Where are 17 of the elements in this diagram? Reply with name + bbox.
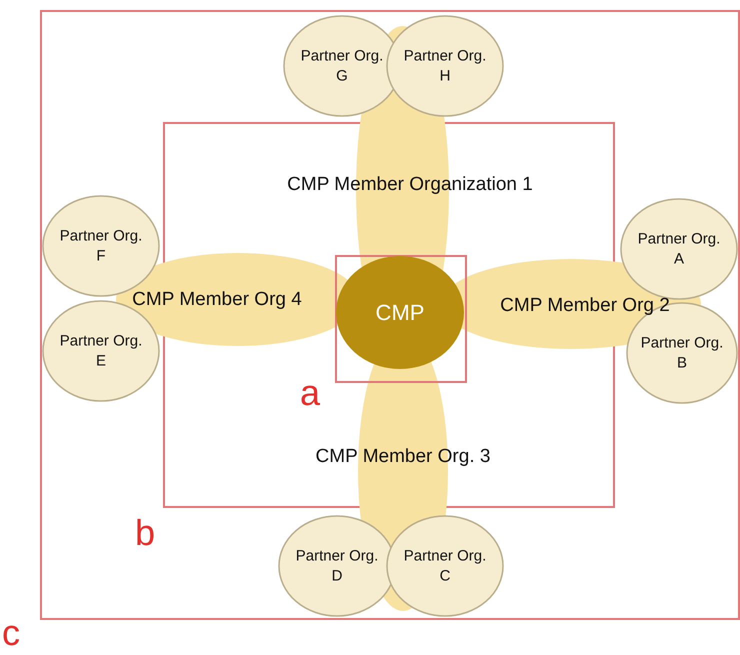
org-label: Partner Org. E <box>59 332 143 370</box>
boundary-rectangle <box>40 10 740 620</box>
panel-letter: c <box>2 615 20 651</box>
org-label: CMP Member Org 4 <box>132 289 302 311</box>
org-label: CMP Member Organization 1 <box>287 174 533 196</box>
panel-letter: a <box>300 375 320 411</box>
org-label: Partner Org. H <box>403 46 487 86</box>
panel-letter: b <box>135 515 156 551</box>
org-label: Partner Org. G <box>300 46 384 86</box>
org-label: Partner Org. B <box>640 334 724 372</box>
org-label: Partner Org. A <box>637 230 721 268</box>
org-label: Partner Org. D <box>295 546 379 586</box>
org-label: CMP Member Org. 3 <box>316 446 490 468</box>
org-label: Partner Org. F <box>59 226 143 266</box>
org-label: CMP Member Org 2 <box>500 295 670 317</box>
org-label: CMP <box>376 300 424 326</box>
org-label: Partner Org. C <box>403 546 487 586</box>
